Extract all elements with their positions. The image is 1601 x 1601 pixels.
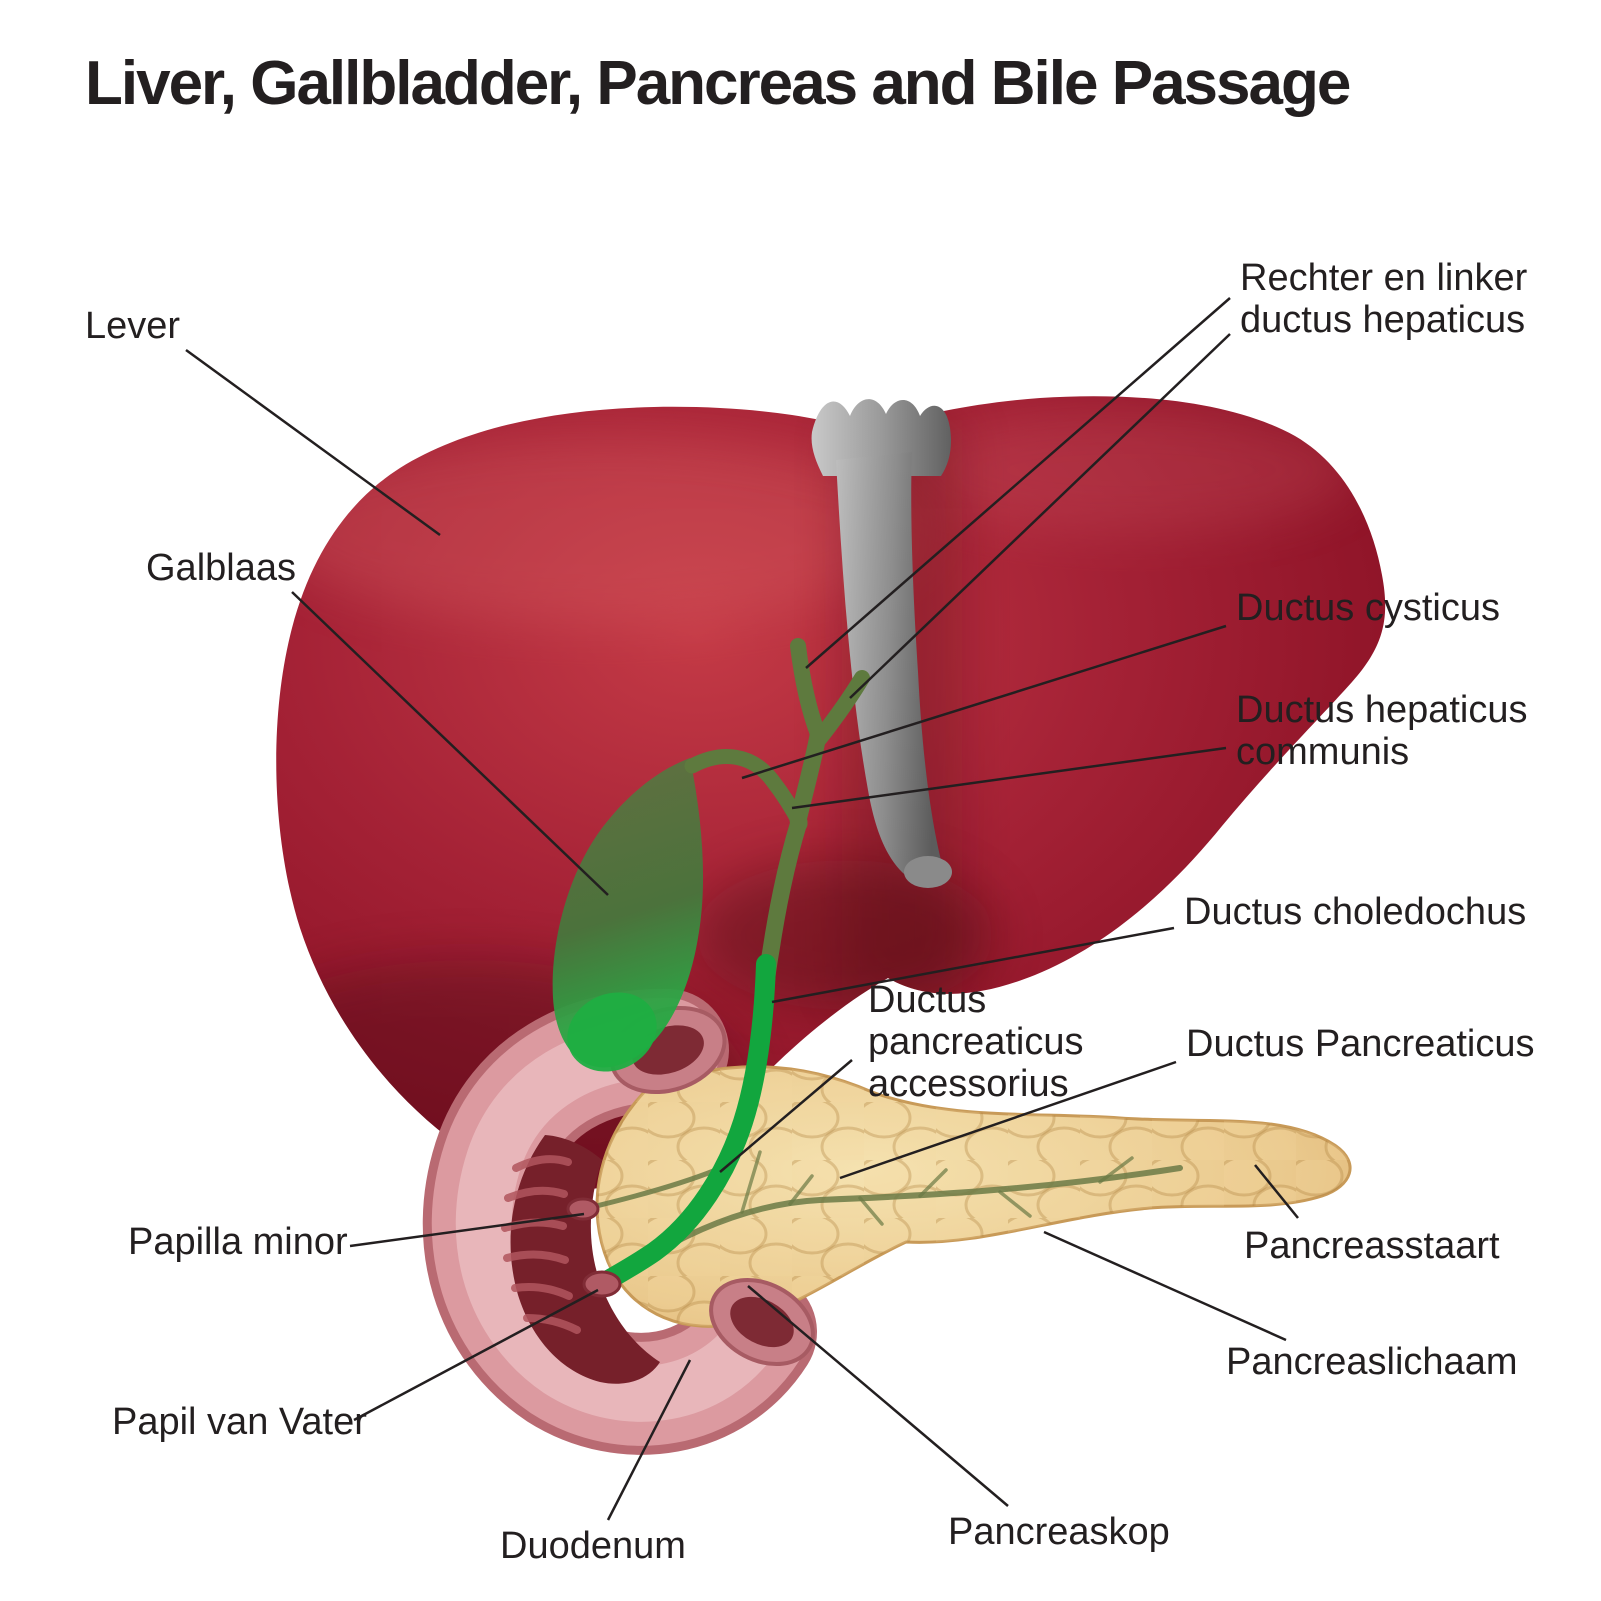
leader-line-rechter-en-linker-ductus-hepaticus: [805, 297, 1231, 669]
cystic-duct: [684, 749, 808, 832]
left-hepatic-duct: [790, 638, 826, 742]
papilla-of-vater-shape: [582, 1270, 622, 1298]
duodenum-wall-sheen: [455, 1021, 784, 1422]
label-pancreasstaart: Pancreasstaart: [1244, 1225, 1500, 1267]
leader-line-duodenum: [606, 1359, 692, 1521]
pancreatic-ducts: [585, 1150, 1183, 1265]
gallbladder-fundus-tip: [567, 992, 657, 1072]
duodenum-lower-cut-end: [709, 1277, 815, 1367]
leader-line-ductus-cysticus: [741, 624, 1227, 780]
duodenum: [422, 988, 817, 1455]
label-pancreaslichaam: Pancreaslichaam: [1226, 1341, 1517, 1383]
accessory-pancreatic-duct: [585, 1167, 719, 1211]
duodenum-interior: [501, 1135, 660, 1384]
leader-line-ductus-pancreaticus-accessorius: [719, 1059, 853, 1173]
falciform-ligament: [811, 399, 952, 888]
leader-line-pancreaskop: [747, 1285, 1009, 1507]
leader-line-rechter-en-linker-ductus-hepaticus: [849, 333, 1231, 699]
label-ductus-pancreaticus: Ductus Pancreaticus: [1186, 1023, 1535, 1065]
pancreatic-duct-branches: [740, 1150, 1134, 1226]
page-title: Liver, Gallbladder, Pancreas and Bile Pa…: [85, 49, 1351, 118]
biliary-system: [552, 638, 870, 1289]
label-pancreaskop: Pancreaskop: [948, 1511, 1170, 1553]
liver-highlight-right: [900, 408, 1360, 532]
liver-highlight-left: [276, 435, 930, 625]
pancreas-lobule-texture: [597, 1066, 1351, 1327]
leader-line-pancreasstaart: [1254, 1164, 1299, 1219]
main-pancreatic-duct: [637, 1165, 1183, 1265]
leader-line-ductus-hepaticus-communis: [791, 746, 1227, 810]
label-ductus-cysticus: Ductus cysticus: [1236, 587, 1500, 629]
duodenum-circular-folds: [501, 1155, 581, 1334]
leader-line-ductus-choledochus: [771, 926, 1175, 1004]
leader-lines: [185, 297, 1299, 1521]
pancreas: [595, 1065, 1352, 1328]
leader-line-lever: [185, 348, 441, 537]
label-galblaas: Galblaas: [146, 547, 296, 589]
leader-line-galblaas: [291, 591, 609, 896]
label-papilla-minor: Papilla minor: [128, 1221, 348, 1263]
label-ductus-choledochus: Ductus choledochus: [1184, 891, 1526, 933]
leader-line-papilla-minor: [349, 1212, 585, 1248]
falciform-ligament-tab: [904, 856, 952, 888]
label-duodenum: Duodenum: [500, 1525, 686, 1567]
label-lever: Lever: [85, 305, 180, 347]
gallbladder-shape: [552, 758, 704, 1068]
leader-line-papil-van-vater: [353, 1288, 599, 1422]
falciform-ligament-crown: [811, 399, 951, 476]
duodenum-cut-ends: [609, 1005, 815, 1367]
leader-line-pancreaslichaam: [1043, 1230, 1287, 1342]
label-papil-van-vater: Papil van Vater: [112, 1401, 367, 1443]
leader-line-ductus-pancreaticus: [839, 1060, 1177, 1180]
falciform-ligament-band: [836, 452, 944, 885]
